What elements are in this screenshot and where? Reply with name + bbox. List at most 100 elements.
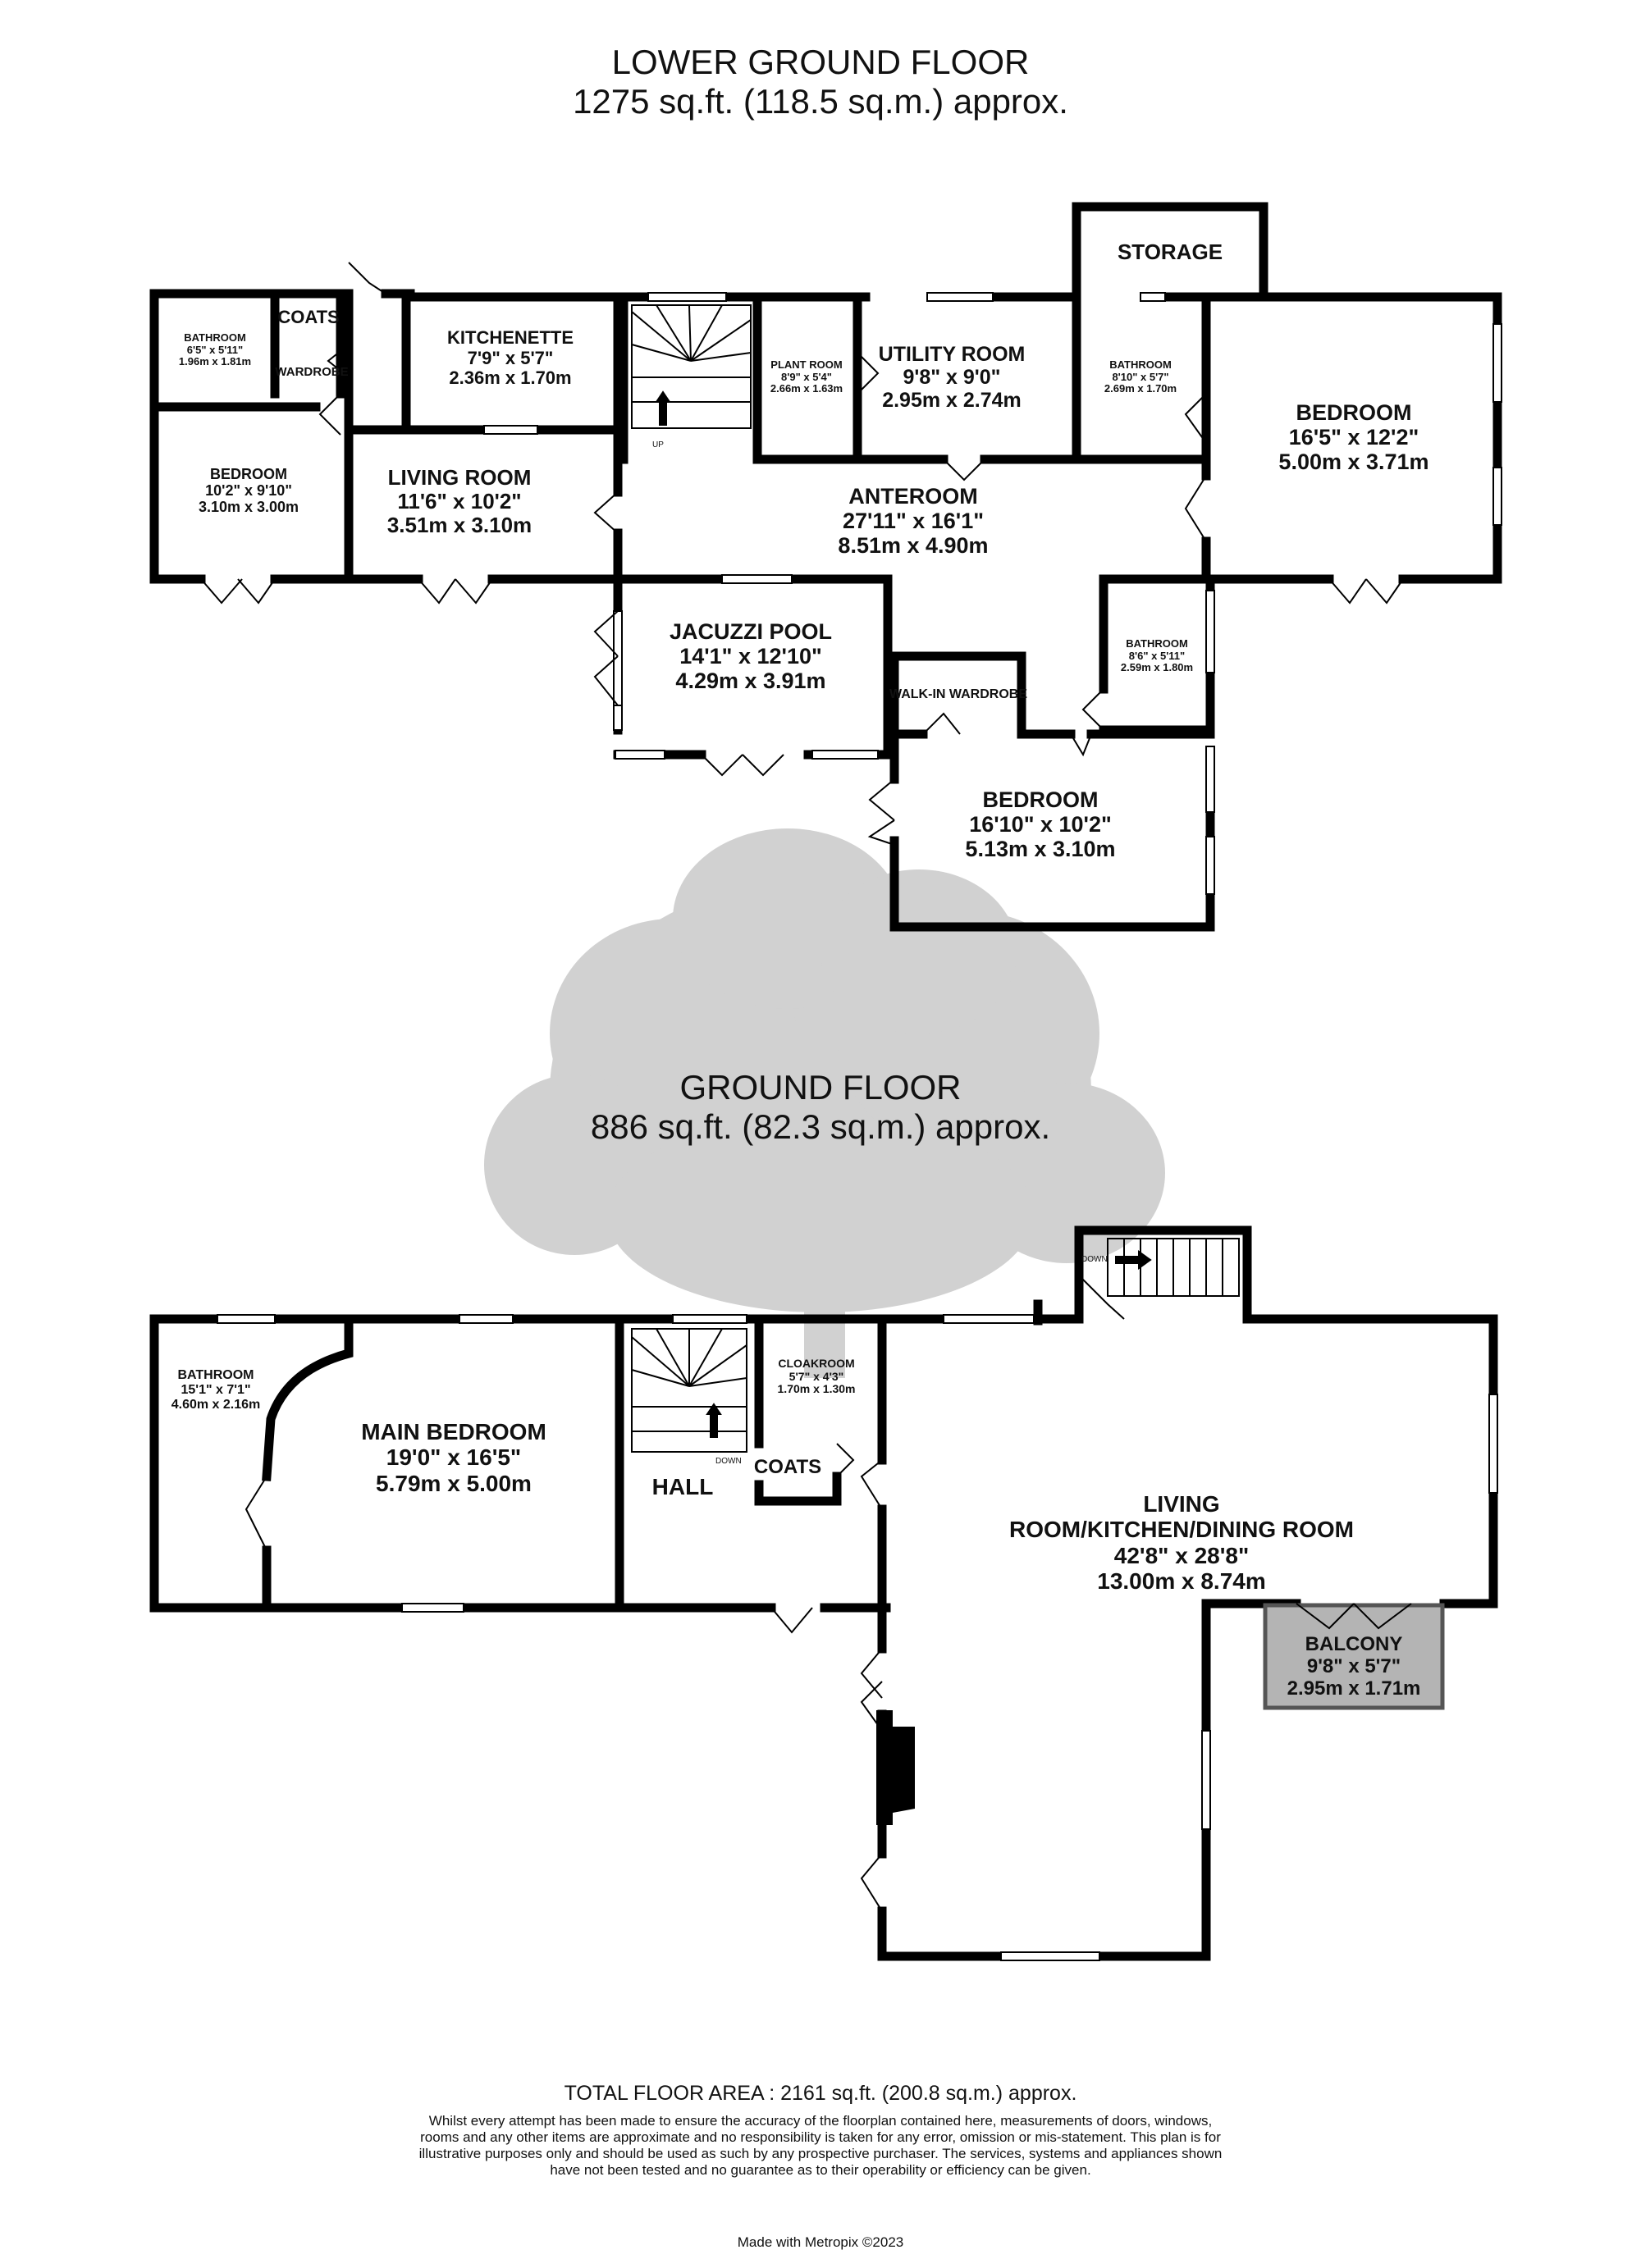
room-bathroom-1: BATHROOM 6'5" x 5'11" 1.96m x 1.81m — [179, 331, 251, 368]
room-kitchenette: KITCHENETTE 7'9" x 5'7" 2.36m x 1.70m — [447, 327, 574, 389]
room-name-line1: LIVING — [1143, 1491, 1220, 1517]
room-imperial: 9'8" x 5'7" — [1306, 1654, 1401, 1677]
lower-ground-doors — [200, 262, 1404, 846]
room-jacuzzi: JACUZZI POOL 14'1" x 12'10" 4.29m x 3.91… — [670, 619, 832, 694]
room-metric: 13.00m x 8.74m — [1097, 1568, 1266, 1595]
room-wardrobe: WARDROBE — [275, 365, 349, 380]
room-living-kitchen-dining: LIVING ROOM/KITCHEN/DINING ROOM 42'8" x … — [1009, 1491, 1354, 1594]
room-imperial: 6'5" x 5'11" — [186, 343, 244, 356]
ground-area: 886 sq.ft. (82.3 sq.m.) approx. — [590, 1107, 1051, 1146]
room-name: COATS — [753, 1456, 822, 1478]
room-bathroom-3: BATHROOM 8'6" x 5'11" 2.59m x 1.80m — [1120, 637, 1194, 674]
room-cloakroom: CLOAKROOM 5'7" x 4'3" 1.70m x 1.30m — [777, 1357, 856, 1396]
room-name: BATHROOM — [1126, 637, 1188, 650]
room-name: BATHROOM — [1109, 358, 1172, 371]
room-storage: STORAGE — [1118, 240, 1223, 264]
room-bedroom-3: BEDROOM 16'10" x 10'2" 5.13m x 3.10m — [965, 787, 1115, 862]
room-metric: 5.79m x 5.00m — [376, 1470, 532, 1496]
total-floor-area: TOTAL FLOOR AREA : 2161 sq.ft. (200.8 sq… — [564, 2082, 1077, 2105]
room-name: BEDROOM — [982, 787, 1099, 812]
ground-stairs-down — [1107, 1238, 1240, 1297]
room-imperial: 7'9" x 5'7" — [467, 347, 554, 368]
room-imperial: 10'2" x 9'10" — [205, 482, 292, 500]
ground-stairs — [631, 1328, 747, 1453]
room-imperial: 19'0" x 16'5" — [386, 1444, 522, 1471]
lower-ground-walls — [149, 202, 1502, 932]
room-imperial: 11'6" x 10'2" — [397, 489, 522, 514]
stair-up-label: UP — [652, 440, 664, 449]
room-metric: 3.10m x 3.00m — [198, 499, 299, 516]
room-imperial: 8'6" x 5'11" — [1128, 649, 1186, 662]
room-imperial: 15'1" x 7'1" — [181, 1382, 251, 1397]
stair-down-label-2: DOWN — [1081, 1255, 1108, 1264]
room-bedroom-2: BEDROOM 16'5" x 12'2" 5.00m x 3.71m — [1278, 400, 1428, 475]
room-anteroom: ANTEROOM 27'11" x 16'1" 8.51m x 4.90m — [838, 484, 988, 559]
room-walkin-wardrobe: WALK-IN WARDROBE — [889, 687, 1027, 702]
ground-windows — [217, 1314, 1498, 1961]
room-name: COATS — [277, 307, 340, 327]
ground-doors — [245, 1275, 1412, 1912]
room-metric: 3.51m x 3.10m — [386, 513, 533, 538]
credit-text: Made with Metropix ©2023 — [737, 2234, 904, 2250]
tree-watermark — [484, 828, 1165, 1378]
room-bathroom-ground: BATHROOM 15'1" x 7'1" 4.60m x 2.16m — [171, 1368, 261, 1412]
room-name: STORAGE — [1117, 240, 1223, 264]
room-metric: 2.36m x 1.70m — [449, 367, 572, 389]
room-plant: PLANT ROOM 8'9" x 5'4" 2.66m x 1.63m — [770, 358, 843, 395]
room-hall: HALL — [652, 1474, 714, 1499]
room-imperial: 5'7" x 4'3" — [789, 1369, 844, 1383]
room-metric: 1.70m x 1.30m — [777, 1382, 856, 1396]
room-metric: 4.29m x 3.91m — [675, 669, 826, 694]
room-name: HALL — [651, 1474, 714, 1499]
room-metric: 8.51m x 4.90m — [838, 533, 989, 559]
room-utility: UTILITY ROOM 9'8" x 9'0" 2.95m x 2.74m — [879, 343, 1026, 412]
room-name: BEDROOM — [1296, 400, 1412, 425]
room-living-lower: LIVING ROOM 11'6" x 10'2" 3.51m x 3.10m — [386, 465, 533, 538]
room-imperial: 8'9" x 5'4" — [781, 370, 832, 383]
room-name-line2: ROOM/KITCHEN/DINING ROOM — [1009, 1517, 1354, 1543]
room-metric: 2.66m x 1.63m — [770, 382, 843, 395]
room-name: JACUZZI POOL — [669, 619, 833, 644]
room-coats-lower: COATS — [277, 307, 340, 328]
room-imperial: 16'10" x 10'2" — [969, 812, 1112, 837]
room-metric: 4.60m x 2.16m — [171, 1397, 261, 1412]
room-metric: 2.95m x 2.74m — [882, 389, 1022, 412]
disclaimer-text: Whilst every attempt has been made to en… — [418, 2113, 1223, 2178]
room-name: UTILITY ROOM — [878, 343, 1026, 366]
balcony-fill — [1263, 1603, 1445, 1710]
room-balcony: BALCONY 9'8" x 5'7" 2.95m x 1.71m — [1287, 1633, 1421, 1700]
room-name: WARDROBE — [275, 365, 349, 379]
room-name: KITCHENETTE — [447, 327, 574, 348]
lower-ground-title: LOWER GROUND FLOOR — [611, 43, 1030, 81]
room-name: BALCONY — [1305, 1633, 1403, 1655]
room-imperial: 27'11" x 16'1" — [842, 509, 985, 534]
room-imperial: 14'1" x 12'10" — [679, 644, 822, 669]
room-name: BEDROOM — [210, 466, 287, 482]
room-bedroom-1: BEDROOM 10'2" x 9'10" 3.10m x 3.00m — [199, 466, 299, 515]
lower-stairs — [631, 304, 752, 429]
room-name: BATHROOM — [177, 1368, 254, 1382]
room-metric: 2.59m x 1.80m — [1120, 661, 1194, 674]
room-name: BATHROOM — [184, 331, 246, 344]
ground-title: GROUND FLOOR — [679, 1068, 962, 1107]
room-metric: 2.95m x 1.71m — [1287, 1677, 1421, 1700]
stair-down-label: DOWN — [715, 1457, 742, 1466]
room-name: MAIN BEDROOM — [361, 1419, 546, 1444]
room-imperial: 42'8" x 28'8" — [1113, 1542, 1250, 1568]
room-main-bedroom: MAIN BEDROOM 19'0" x 16'5" 5.79m x 5.00m — [361, 1419, 546, 1496]
room-coats-ground: COATS — [753, 1456, 822, 1479]
room-metric: 5.00m x 3.71m — [1278, 449, 1429, 475]
room-imperial: 9'8" x 9'0" — [903, 366, 1001, 389]
room-metric: 5.13m x 3.10m — [965, 837, 1116, 862]
room-imperial: 16'5" x 12'2" — [1288, 425, 1419, 450]
room-name: PLANT ROOM — [770, 358, 843, 371]
room-bathroom-2: BATHROOM 8'10" x 5'7" 2.69m x 1.70m — [1104, 358, 1177, 395]
room-imperial: 8'10" x 5'7" — [1112, 370, 1169, 383]
room-name: ANTEROOM — [848, 484, 978, 509]
fireplace — [876, 1710, 893, 1825]
room-name: LIVING ROOM — [387, 465, 532, 490]
room-name: WALK-IN WARDROBE — [889, 687, 1027, 701]
room-metric: 2.69m x 1.70m — [1104, 382, 1177, 395]
lower-ground-area: 1275 sq.ft. (118.5 sq.m.) approx. — [573, 82, 1068, 121]
